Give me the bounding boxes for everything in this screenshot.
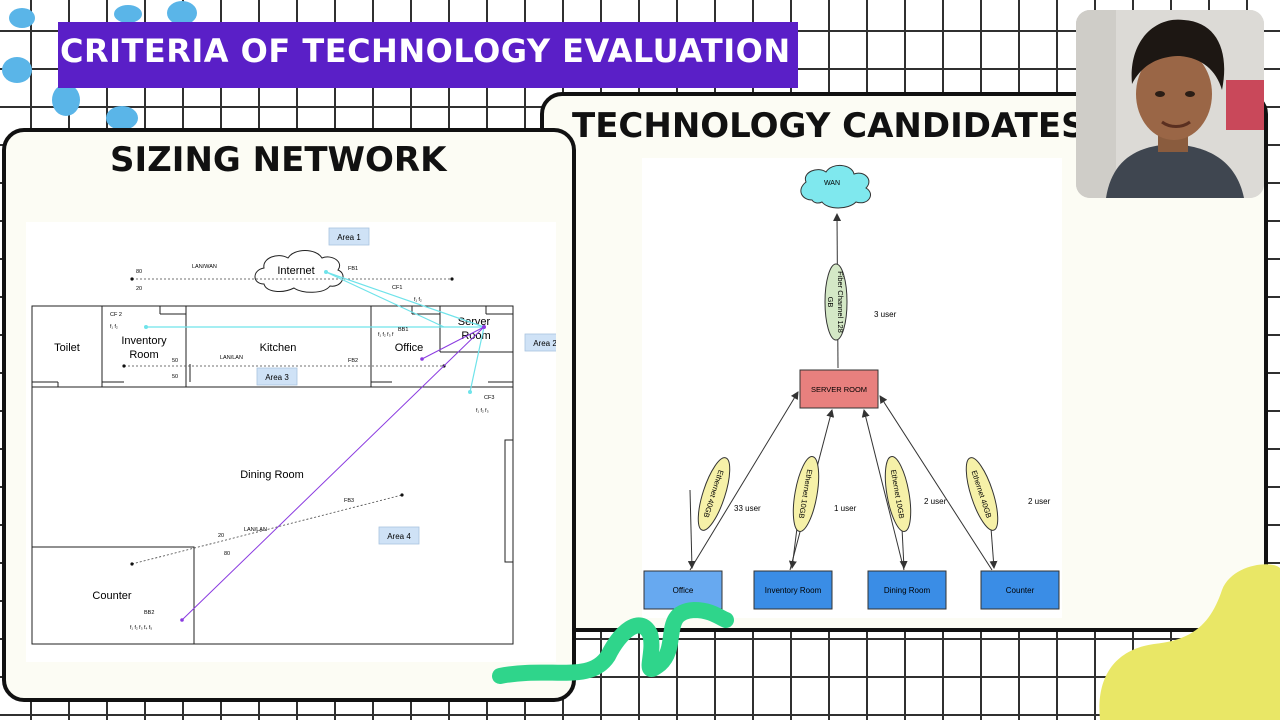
room-kitchen: Kitchen	[260, 342, 297, 354]
office-node-label: Office	[673, 586, 694, 595]
area-1-label: Area 1	[337, 233, 361, 242]
network-topology-diagram: WAN Fiber Channel 128 GB 3 user SERVER R…	[642, 158, 1062, 618]
inventory-room-node	[753, 570, 833, 610]
device-marks-cf1: f₁ f₂	[414, 297, 422, 303]
room-dining: Dining Room	[240, 469, 304, 481]
fiber-label-line1: Fiber Channel 128	[836, 271, 845, 333]
room-office: Office	[395, 342, 424, 354]
room-server-line2: Room	[461, 330, 490, 342]
counter-node	[980, 570, 1060, 610]
yellow-blob-decoration	[1099, 564, 1280, 720]
link-lanwan: LAN/WAN	[192, 264, 217, 270]
room-inventory-line2: Room	[129, 349, 158, 361]
number-50-b: 50	[172, 374, 178, 380]
link-cf2: CF 2	[110, 312, 122, 318]
counter-node-label: Counter	[1006, 586, 1035, 595]
slide-title: CRITERIA OF TECHNOLOGY EVALUATION	[60, 32, 791, 70]
link-fb3: FB3	[344, 498, 354, 504]
users-inventory: 1 user	[834, 504, 857, 513]
link-lanlan-2: LAN/LAN	[244, 527, 267, 533]
technology-candidates-title: TECHNOLOGY CANDIDATES	[572, 106, 1086, 146]
link-cf3: CF3	[484, 395, 494, 401]
device-marks-bb1: f₁ f₂ f₃ f	[378, 332, 394, 338]
area-3-label: Area 3	[265, 373, 289, 382]
floor-plan-diagram: Internet Area 1 Area 2 Area 3 Area 4 Toi…	[26, 222, 566, 662]
ethernet-link-inventory	[792, 456, 820, 532]
internet-label: Internet	[277, 265, 314, 277]
ethernet-link-dining	[884, 456, 912, 532]
link-cf1: CF1	[392, 285, 402, 291]
presenter-video	[1076, 10, 1264, 198]
wan-users-label: 3 user	[874, 310, 897, 319]
number-20-top: 20	[136, 286, 142, 292]
wan-label: WAN	[824, 180, 840, 187]
users-office: 33 user	[734, 504, 761, 513]
number-80-top: 80	[136, 269, 142, 275]
number-50-a: 50	[172, 358, 178, 364]
server-room-node	[799, 369, 879, 409]
area-4-label: Area 4	[387, 532, 411, 541]
green-squiggle-decoration	[492, 601, 734, 684]
users-dining: 2 user	[924, 497, 947, 506]
area-2-label: Area 2	[533, 339, 556, 348]
network-topology-svg: WAN Fiber Channel 128 GB 3 user SERVER R…	[643, 165, 1060, 610]
link-lanlan-1: LAN/LAN	[220, 355, 243, 361]
device-marks-cf2: f₁ f₂	[110, 324, 118, 330]
office-node	[643, 570, 723, 610]
device-marks-bb2: f₁ f₂ f₃ f₄ f₅	[130, 625, 152, 631]
device-marks-cf3: f₁ f₂ f₃	[476, 408, 489, 414]
internet-cloud-icon	[254, 250, 344, 293]
blue-dots-decoration	[2, 1, 197, 130]
ethernet-link-counter	[965, 457, 999, 531]
presenter-video-icon	[1076, 10, 1264, 198]
server-room-label: SERVER ROOM	[811, 385, 867, 394]
title-banner	[58, 22, 798, 88]
fiber-label-line2: GB	[826, 297, 835, 308]
fiber-channel-link	[824, 263, 848, 341]
room-counter: Counter	[92, 590, 131, 602]
room-inventory-line1: Inventory	[121, 335, 167, 347]
dining-room-node-label: Dining Room	[884, 586, 931, 595]
link-fb2: FB2	[348, 358, 358, 364]
number-80-dining: 80	[224, 551, 230, 557]
dining-room-node	[867, 570, 947, 610]
sizing-network-title: SIZING NETWORK	[110, 140, 447, 180]
link-bb1: BB1	[398, 327, 408, 333]
floor-plan-svg: Internet Area 1 Area 2 Area 3 Area 4 Toi…	[31, 227, 566, 645]
room-server-line1: Server	[458, 316, 491, 328]
room-toilet: Toilet	[54, 342, 80, 354]
wan-cloud-icon	[800, 165, 871, 209]
ethernet-link-office	[697, 457, 731, 531]
link-bb2: BB2	[144, 610, 154, 616]
users-counter: 2 user	[1028, 497, 1051, 506]
link-fb1: FB1	[348, 266, 358, 272]
inventory-room-node-label: Inventory Room	[765, 586, 822, 595]
number-20-dining: 20	[218, 533, 224, 539]
